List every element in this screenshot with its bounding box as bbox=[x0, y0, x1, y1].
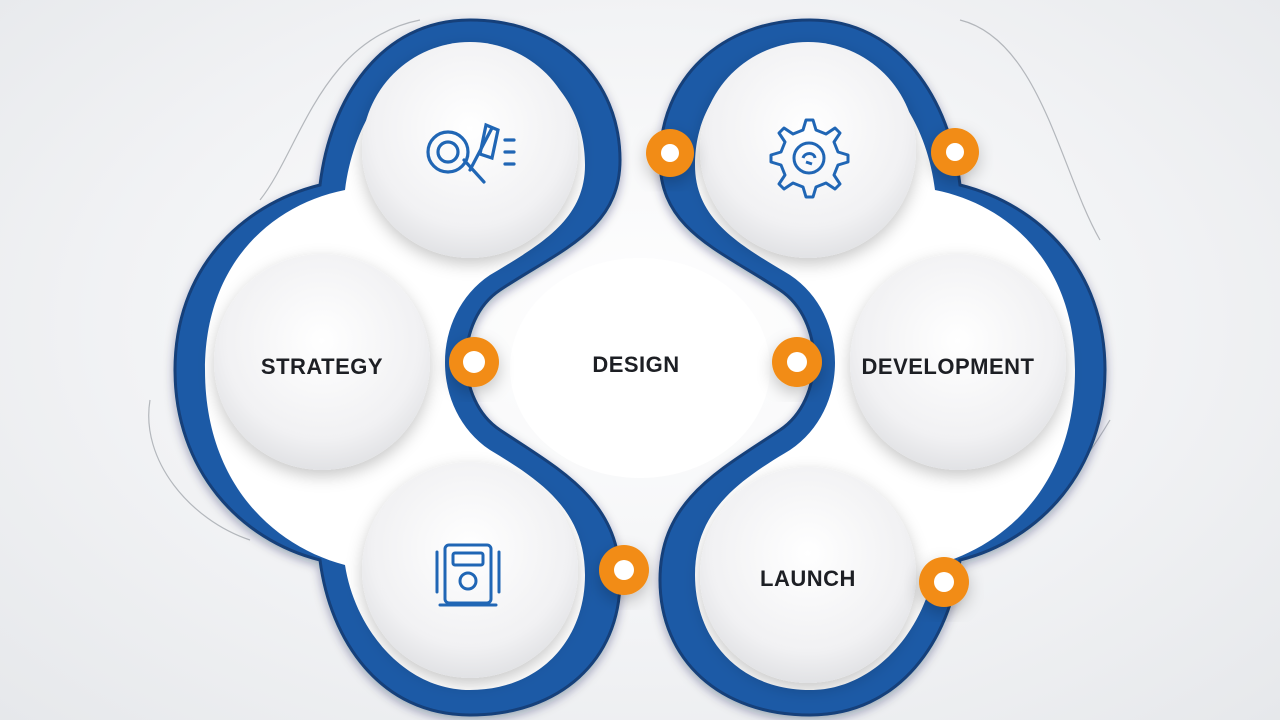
target-tools-icon bbox=[426, 122, 516, 184]
circle-bottom-left bbox=[362, 462, 578, 678]
circle-launch bbox=[700, 467, 916, 683]
circle-strategy bbox=[214, 254, 430, 470]
gear-icon bbox=[769, 118, 850, 199]
circle-development bbox=[850, 254, 1066, 470]
stage-label-strategy: STRATEGY bbox=[261, 354, 383, 379]
circle-top-right bbox=[700, 42, 916, 258]
circle-top-left bbox=[362, 42, 578, 258]
stage-label-design: DESIGN bbox=[592, 352, 679, 377]
stage-label-development: DEVELOPMENT bbox=[862, 354, 1035, 379]
connector-dots bbox=[449, 128, 979, 607]
device-icon bbox=[435, 543, 501, 607]
outer-outline bbox=[148, 19, 1111, 541]
stage-label-launch: LAUNCH bbox=[760, 566, 856, 591]
design-area bbox=[510, 258, 770, 478]
